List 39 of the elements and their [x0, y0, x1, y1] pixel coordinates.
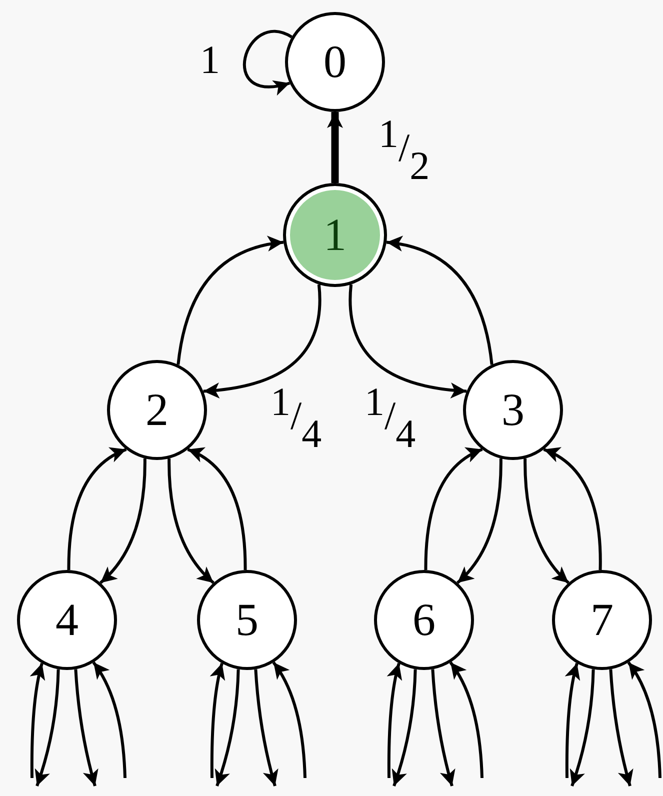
arrow	[210, 662, 226, 778]
arrow	[99, 458, 146, 584]
state-label: 1	[324, 212, 346, 258]
arrow	[74, 669, 98, 786]
edge-label: 1	[199, 40, 221, 80]
state-label: 6	[412, 597, 436, 643]
state-label: 0	[324, 39, 346, 85]
state-label: 4	[56, 597, 78, 643]
arrow	[272, 662, 306, 778]
arrow	[627, 662, 662, 778]
arrow	[168, 458, 215, 584]
arrow	[67, 448, 127, 570]
arrow	[254, 669, 278, 786]
state-label: 7	[590, 597, 614, 643]
arrow	[243, 30, 292, 94]
arrow	[387, 662, 402, 778]
arrow	[570, 669, 595, 786]
arrow	[609, 669, 634, 786]
arrow	[92, 662, 126, 778]
state-label: 2	[146, 387, 168, 433]
arrow	[30, 662, 46, 778]
arrow	[176, 236, 284, 365]
arrow	[348, 284, 467, 398]
arrow	[203, 284, 322, 398]
arrow	[449, 662, 484, 778]
state-label: 5	[236, 597, 258, 643]
arrow	[543, 448, 602, 570]
arrow	[424, 448, 483, 570]
arrow	[392, 669, 417, 786]
arrow	[565, 662, 580, 778]
arrow	[327, 112, 343, 183]
state-label: 3	[502, 387, 524, 433]
arrow	[431, 669, 456, 786]
arrow	[187, 448, 247, 570]
arrow	[386, 236, 494, 365]
arrow	[34, 669, 60, 786]
arrow	[214, 669, 240, 786]
arrow	[524, 458, 570, 584]
arrow	[456, 458, 502, 584]
